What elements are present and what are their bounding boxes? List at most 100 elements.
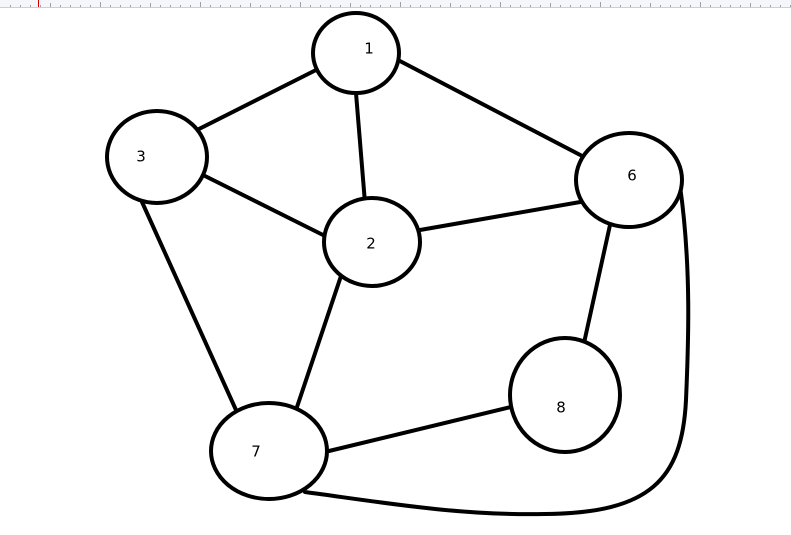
ruler-tick	[370, 5, 371, 7]
edge-1-3	[195, 68, 318, 132]
top-ruler	[0, 0, 791, 8]
ruler-tick	[680, 5, 681, 7]
ruler-tick	[60, 5, 61, 7]
ruler-tick	[190, 5, 191, 7]
ruler-tick	[470, 5, 471, 7]
node-2-circle	[322, 196, 422, 288]
node-1-label: 1	[364, 40, 374, 58]
ruler-tick	[620, 5, 621, 7]
ruler-tick	[300, 2, 301, 7]
ruler-tick	[430, 5, 431, 7]
ruler-tick	[170, 5, 171, 7]
ruler-tick	[180, 5, 181, 7]
ruler-tick	[610, 5, 611, 7]
graph-nodes: 1 3 2 6 8 7	[105, 11, 684, 501]
node-3-circle	[105, 109, 209, 205]
ruler-tick	[200, 2, 201, 7]
ruler-tick	[530, 5, 531, 7]
ruler-tick	[380, 5, 381, 7]
ruler-tick	[460, 5, 461, 7]
edge-8-7	[327, 405, 513, 453]
ruler-tick	[340, 5, 341, 7]
node-6-circle	[574, 131, 684, 229]
node-3-label: 3	[136, 148, 146, 166]
node-8-circle	[508, 336, 622, 454]
ruler-tick	[670, 5, 671, 7]
ruler-tick	[570, 5, 571, 7]
ruler-tick	[50, 3, 51, 7]
ruler-tick	[330, 5, 331, 7]
ruler-tick	[130, 5, 131, 7]
ruler-tick	[500, 2, 501, 7]
ruler-tick	[760, 5, 761, 7]
node-2: 2	[322, 196, 422, 288]
ruler-tick	[590, 5, 591, 7]
edge-2-6	[418, 199, 588, 232]
ruler-tick	[660, 5, 661, 7]
graph-edges	[140, 58, 691, 517]
ruler-tick	[510, 5, 511, 7]
ruler-tick	[350, 3, 351, 7]
ruler-tick	[250, 3, 251, 7]
ruler-tick	[730, 5, 731, 7]
ruler-tick	[750, 3, 751, 7]
ruler-tick	[70, 5, 71, 7]
edge-6-7	[303, 184, 691, 517]
edge-3-2	[199, 172, 327, 238]
ruler-tick	[80, 5, 81, 7]
node-3: 3	[105, 109, 209, 205]
node-8: 8	[508, 336, 622, 454]
ruler-tick	[640, 5, 641, 7]
edge-6-8	[582, 223, 612, 345]
node-8-label: 8	[556, 399, 566, 417]
ruler-tick	[560, 5, 561, 7]
ruler-tick	[150, 3, 151, 7]
ruler-tick	[110, 5, 111, 7]
ruler-tick	[600, 2, 601, 7]
ruler-tick	[440, 5, 441, 7]
node-7: 7	[209, 401, 329, 501]
ruler-tick	[740, 5, 741, 7]
ruler-tick	[700, 2, 701, 7]
ruler-tick	[550, 3, 551, 7]
ruler-tick	[320, 5, 321, 7]
ruler-tick	[310, 5, 311, 7]
node-1-circle	[311, 11, 401, 95]
ruler-tick	[220, 5, 221, 7]
node-1: 1	[311, 11, 401, 95]
ruler-tick	[650, 3, 651, 7]
edge-3-7	[140, 200, 238, 412]
ruler-tick	[90, 5, 91, 7]
ruler-tick	[290, 5, 291, 7]
ruler-tick	[20, 5, 21, 7]
ruler-tick	[710, 5, 711, 7]
node-6: 6	[574, 131, 684, 229]
ruler-tick	[770, 5, 771, 7]
ruler-tick	[480, 5, 481, 7]
edge-1-2	[354, 91, 367, 205]
ruler-tick	[120, 5, 121, 7]
ruler-tick	[160, 5, 161, 7]
ruler-tick	[580, 5, 581, 7]
ruler-tick	[240, 5, 241, 7]
ruler-tick	[40, 5, 41, 7]
ruler-tick	[230, 5, 231, 7]
edge-1-6	[396, 58, 588, 160]
ruler-tick	[280, 5, 281, 7]
ruler-tick	[520, 5, 521, 7]
ruler-tick	[140, 5, 141, 7]
ruler-tick	[10, 5, 11, 7]
ruler-tick	[260, 5, 261, 7]
ruler-tick	[210, 5, 211, 7]
ruler-tick	[690, 5, 691, 7]
node-7-circle	[209, 401, 329, 501]
node-7-label: 7	[251, 443, 261, 461]
ruler-tick	[410, 5, 411, 7]
ruler-tick	[100, 2, 101, 7]
ruler-tick	[400, 2, 401, 7]
ruler-tick	[360, 5, 361, 7]
ruler-tick	[780, 5, 781, 7]
ruler-tick	[30, 5, 31, 7]
